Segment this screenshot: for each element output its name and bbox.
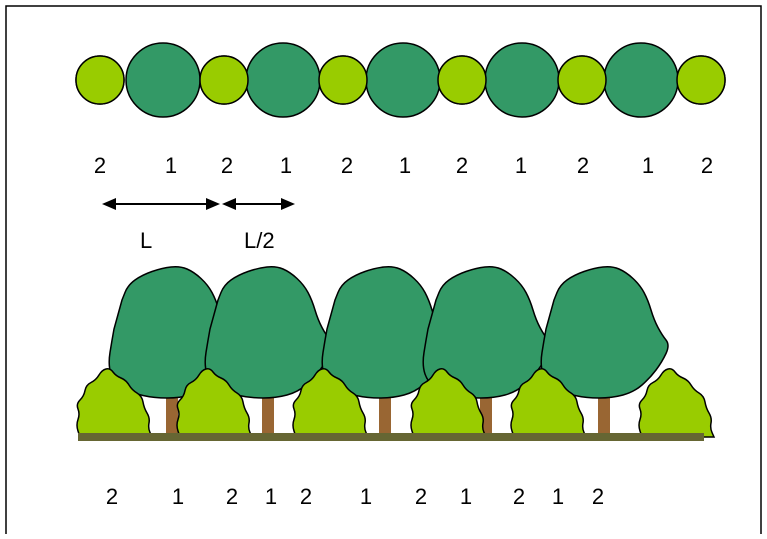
profile-view-row [76,266,716,441]
plan-tree-circle [484,42,560,118]
profile-shrub [410,368,488,438]
plan-tree-circle [603,42,679,118]
plan-view-row [75,42,726,118]
arrowhead-left-full [102,198,116,210]
spacing-label-full: L [140,228,152,253]
ground-strip [78,433,704,441]
profile-label: 2 [300,484,312,509]
diagram-frame [5,5,762,539]
plan-tree-circle [245,42,321,118]
plan-label: 1 [515,153,527,178]
profile-label: 1 [460,484,472,509]
profile-label: 1 [360,484,372,509]
plan-view-labels: 2 1 2 1 2 1 2 1 2 1 2 [94,153,713,178]
plan-label: 2 [94,153,106,178]
plan-label: 2 [221,153,233,178]
profile-label: 1 [265,484,277,509]
plan-shrub-circle-front [318,55,368,105]
plan-label: 1 [165,153,177,178]
profile-label: 2 [592,484,604,509]
plan-tree-circle [125,42,201,118]
plan-label: 1 [399,153,411,178]
profile-shrub [176,368,254,438]
spacing-annotation: L L/2 [102,198,295,253]
profile-shrub [510,368,588,438]
plan-label: 2 [456,153,468,178]
profile-tree-crown [540,266,669,399]
plan-shrub-circle-front [75,55,125,105]
spacing-label-half: L/2 [244,228,275,253]
plan-tree-circle [365,42,441,118]
profile-shrub [292,368,370,438]
profile-label: 2 [106,484,118,509]
profile-label: 2 [513,484,525,509]
plan-label: 2 [577,153,589,178]
plan-shrub-circle-front [199,55,249,105]
arrowhead-right-full [206,198,220,210]
profile-label: 1 [172,484,184,509]
arrowhead-right-half [281,198,295,210]
arrowhead-left-half [222,198,236,210]
plan-shrub-circle-front [437,55,487,105]
profile-label: 1 [552,484,564,509]
profile-shrub [638,368,716,438]
plan-label: 1 [280,153,292,178]
plan-shrub-circle-front [676,55,726,105]
plan-shrub-circle-front [557,55,607,105]
profile-shrub [76,368,154,438]
plan-label: 1 [642,153,654,178]
profile-label: 2 [226,484,238,509]
plan-label: 2 [341,153,353,178]
plan-label: 2 [701,153,713,178]
profile-label: 2 [415,484,427,509]
